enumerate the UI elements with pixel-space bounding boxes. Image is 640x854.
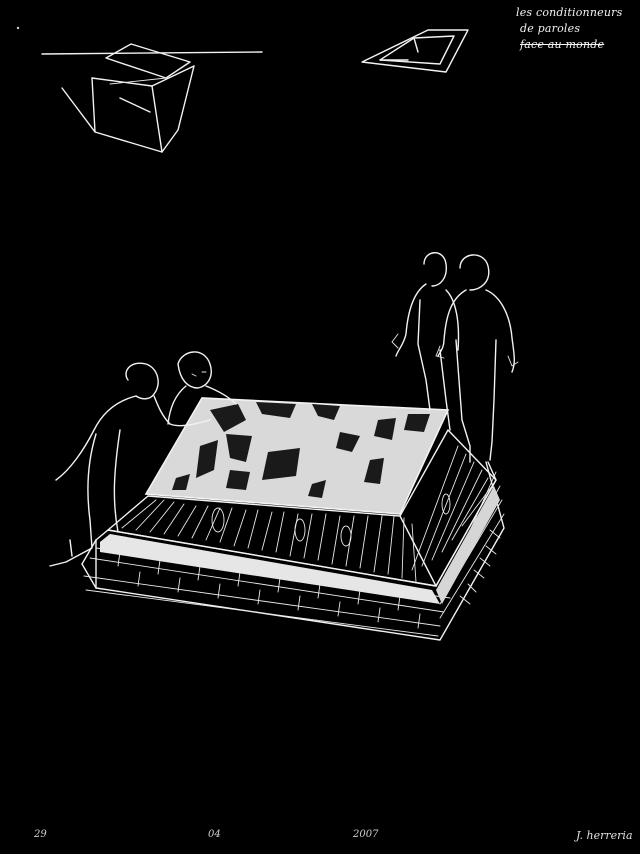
artist-signature: J. herreria (576, 829, 633, 842)
figure-bald-center (167, 351, 237, 425)
title-note-line-1: les conditionneurs (516, 6, 623, 19)
table-platform (81, 397, 505, 641)
date-day: 29 (34, 829, 47, 840)
hatch-sketch-right (361, 29, 469, 73)
figure-standing-right-front (435, 254, 519, 463)
dust-speck (16, 26, 20, 30)
title-note-line-2: de paroles (520, 22, 581, 35)
date-month: 04 (208, 829, 221, 840)
date-year: 2007 (353, 829, 379, 840)
figure-standing-right-back (391, 252, 460, 431)
box-sketch-left (41, 43, 263, 153)
title-note-line-3: face au monde (520, 38, 605, 51)
figure-leaning-left (49, 362, 211, 567)
